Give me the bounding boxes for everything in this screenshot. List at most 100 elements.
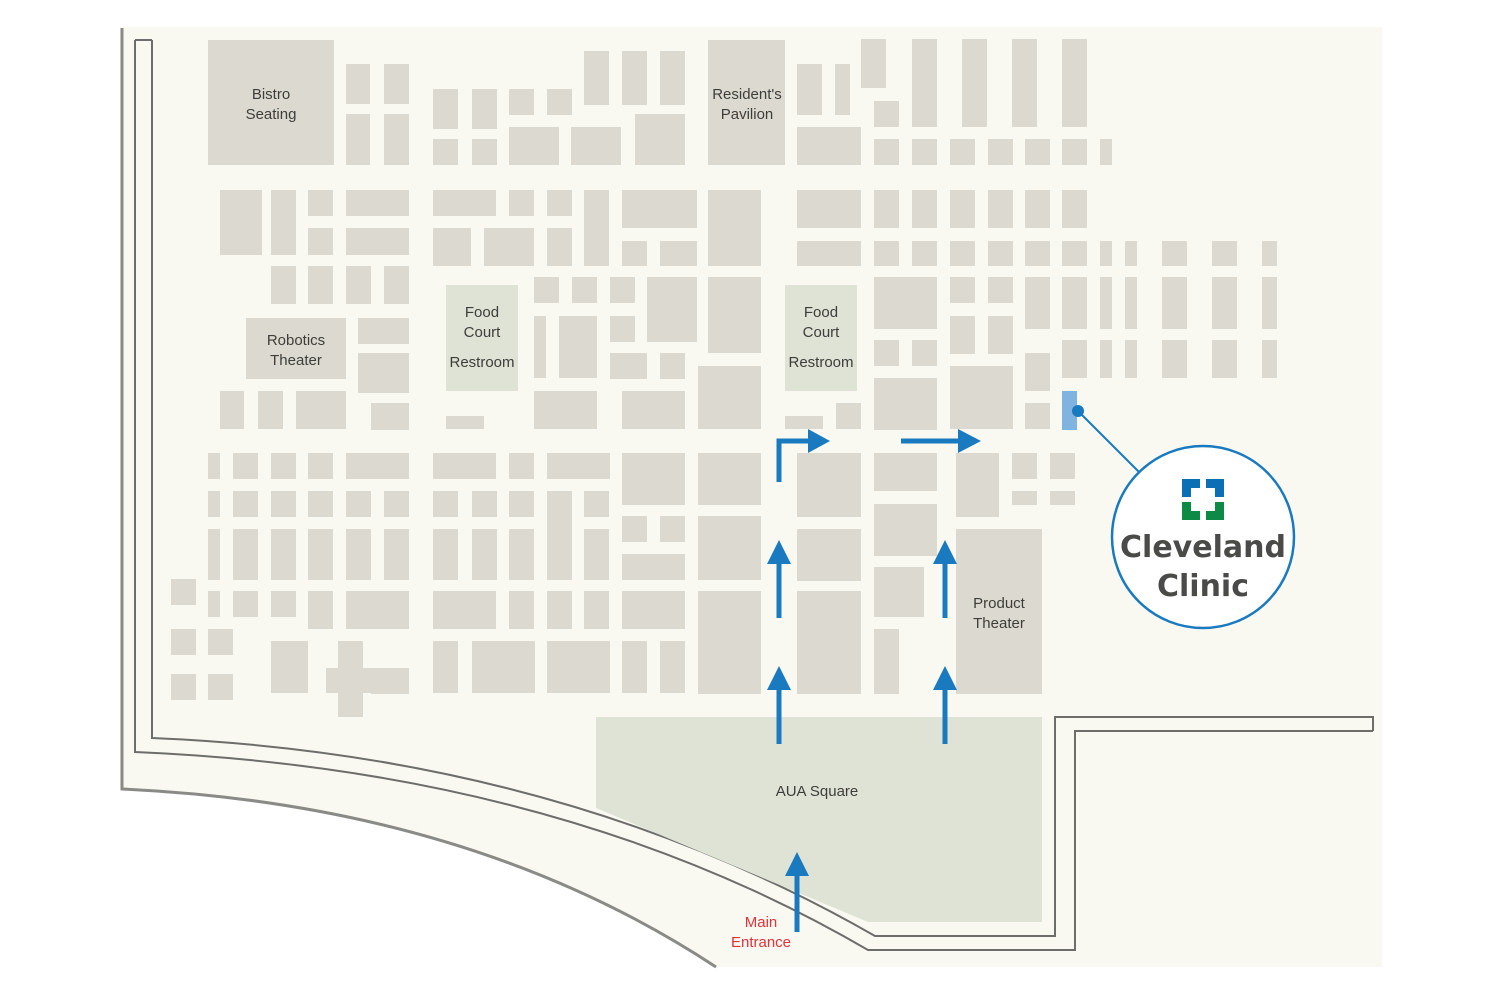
booth[interactable] (547, 190, 572, 216)
booth[interactable] (1100, 340, 1112, 378)
booth[interactable] (698, 516, 761, 580)
booth[interactable] (610, 277, 635, 303)
booth[interactable] (1212, 241, 1237, 266)
booth[interactable] (988, 277, 1013, 303)
booth[interactable] (308, 228, 333, 255)
booth[interactable] (472, 491, 497, 517)
booth[interactable] (258, 391, 283, 429)
booth[interactable] (797, 127, 861, 165)
booth[interactable] (271, 190, 296, 255)
booth[interactable] (534, 391, 597, 429)
booth[interactable] (1062, 139, 1087, 165)
booth[interactable] (1025, 190, 1050, 228)
booth[interactable] (988, 139, 1013, 165)
booth[interactable] (1212, 340, 1237, 378)
booth[interactable] (509, 491, 534, 517)
booth[interactable] (584, 190, 609, 266)
booth[interactable] (433, 139, 458, 165)
booth[interactable] (433, 591, 496, 629)
booth[interactable] (988, 190, 1013, 228)
booth[interactable] (1050, 491, 1075, 505)
booth[interactable] (509, 190, 534, 216)
booth[interactable] (384, 114, 409, 165)
booth[interactable] (836, 403, 861, 429)
booth[interactable] (647, 277, 697, 342)
booth[interactable] (346, 591, 409, 629)
product-theater-area[interactable] (956, 529, 1042, 694)
booth[interactable] (660, 353, 685, 379)
booth[interactable] (559, 316, 597, 378)
booth[interactable] (346, 64, 370, 104)
booth[interactable] (433, 529, 458, 580)
bistro-seating-area[interactable] (208, 40, 334, 165)
booth[interactable] (912, 139, 937, 165)
booth[interactable] (622, 591, 685, 629)
booth[interactable] (584, 491, 609, 517)
booth[interactable] (660, 241, 697, 266)
booth[interactable] (308, 529, 333, 580)
cleveland-clinic-callout[interactable]: Cleveland Clinic (1072, 405, 1296, 630)
booth[interactable] (171, 629, 196, 655)
booth[interactable] (509, 89, 534, 115)
booth[interactable] (509, 453, 534, 479)
booth[interactable] (233, 453, 258, 479)
booth[interactable] (1025, 241, 1050, 266)
booth[interactable] (484, 228, 534, 266)
booth[interactable] (622, 241, 647, 266)
booth[interactable] (233, 591, 258, 617)
booth[interactable] (622, 453, 685, 505)
booth[interactable] (584, 591, 609, 629)
booth[interactable] (433, 641, 458, 693)
booth[interactable] (547, 491, 572, 580)
booth[interactable] (698, 453, 761, 505)
booth[interactable] (797, 190, 861, 228)
booth[interactable] (874, 340, 899, 366)
booth[interactable] (1025, 139, 1050, 165)
booth[interactable] (622, 641, 647, 693)
booth[interactable] (271, 491, 296, 517)
booth[interactable] (446, 416, 484, 429)
booth[interactable] (534, 277, 559, 303)
booth[interactable] (797, 529, 861, 581)
booth[interactable] (1100, 277, 1112, 329)
booth[interactable] (797, 241, 861, 266)
booth[interactable] (708, 277, 761, 353)
booth[interactable] (622, 51, 647, 105)
booth[interactable] (384, 529, 409, 580)
booth[interactable] (534, 316, 546, 378)
booth[interactable] (1125, 277, 1137, 329)
food-court-1-area[interactable] (446, 285, 518, 391)
booth[interactable] (1012, 39, 1037, 127)
residents-pavilion-area[interactable] (708, 40, 785, 165)
booth[interactable] (371, 668, 409, 694)
booth[interactable] (610, 316, 635, 342)
booth[interactable] (660, 516, 685, 542)
booth[interactable] (571, 127, 621, 165)
booth[interactable] (912, 39, 937, 127)
booth[interactable] (1162, 277, 1187, 329)
booth[interactable] (874, 101, 899, 127)
booth[interactable] (988, 316, 1013, 354)
booth[interactable] (346, 228, 409, 255)
booth[interactable] (874, 139, 899, 165)
booth[interactable] (472, 529, 497, 580)
booth[interactable] (384, 266, 409, 304)
booth[interactable] (950, 277, 975, 303)
booth[interactable] (358, 318, 409, 344)
booth[interactable] (346, 190, 409, 216)
booth[interactable] (346, 529, 371, 580)
booth[interactable] (874, 453, 937, 491)
booth[interactable] (1062, 241, 1087, 266)
booth[interactable] (1050, 453, 1075, 479)
booth[interactable] (296, 391, 346, 429)
booth[interactable] (472, 139, 497, 165)
booth[interactable] (874, 629, 899, 694)
booth[interactable] (874, 241, 899, 266)
booth[interactable] (220, 190, 262, 255)
booth[interactable] (1262, 340, 1277, 378)
booth[interactable] (912, 241, 937, 266)
booth[interactable] (308, 453, 333, 479)
cleveland-clinic-booth[interactable] (1062, 391, 1077, 430)
booth[interactable] (912, 190, 937, 228)
booth[interactable] (635, 114, 685, 165)
